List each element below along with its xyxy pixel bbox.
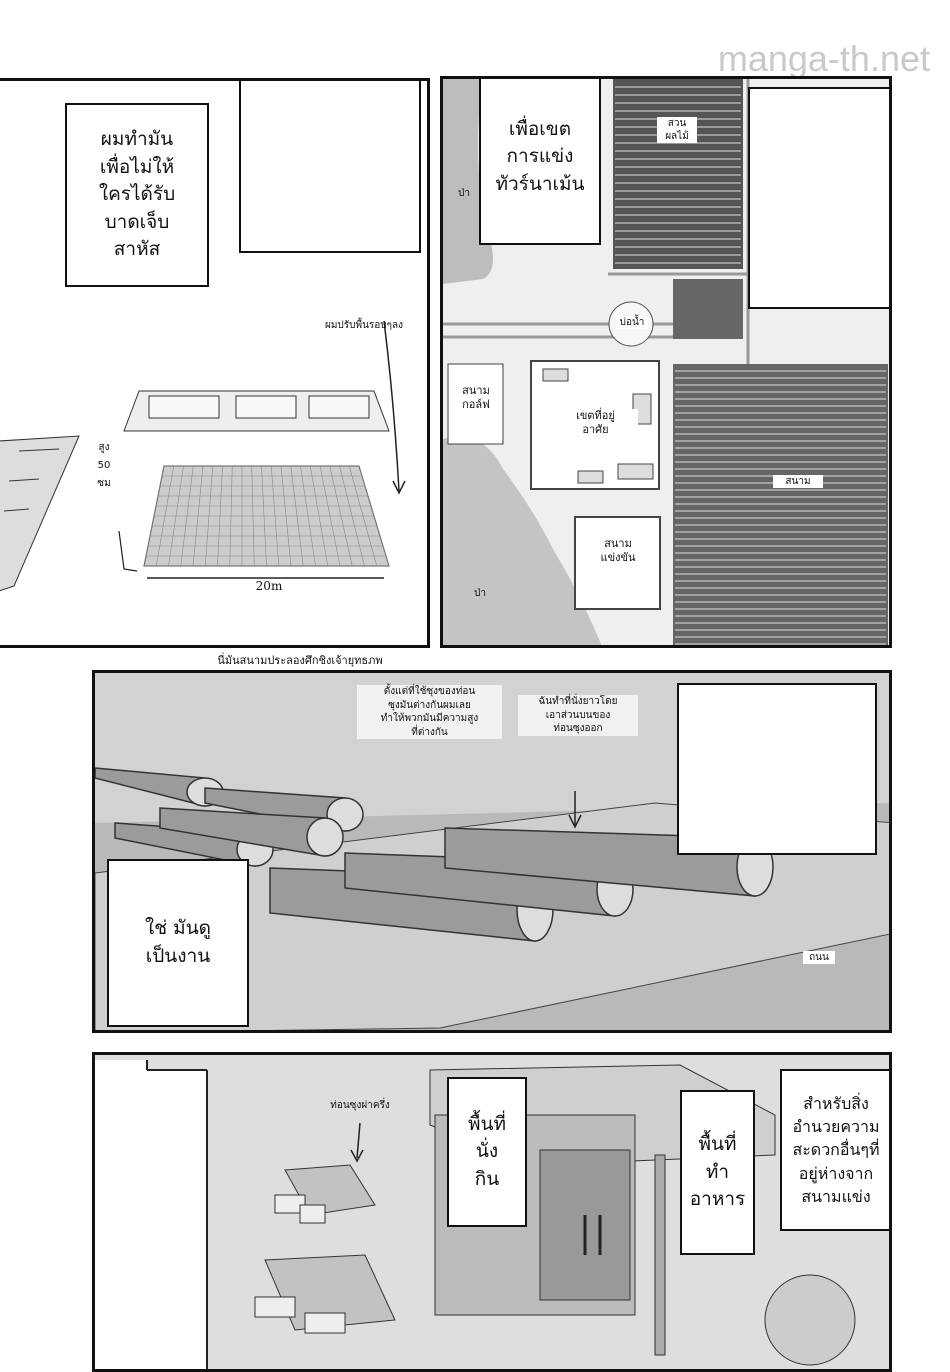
- label-arena: สนาม แข่งขัน: [600, 537, 636, 565]
- label-forest-bottom: ป่า: [474, 588, 486, 599]
- empty-bubble-right: [748, 87, 889, 309]
- label-residence: เขตที่อยู่ อาศัย: [553, 409, 638, 438]
- speech-bubble-cooking-area: พื้นที่ ทำ อาหาร: [680, 1090, 755, 1255]
- note-width: 20m: [255, 579, 283, 593]
- watermark: manga-th.net: [717, 38, 930, 79]
- label-golf: สนาม กอล์ฟ: [462, 384, 490, 412]
- empty-bubble-left: [239, 81, 421, 253]
- note-height: สูง 50 ซม: [97, 442, 111, 489]
- note-long-seats: ฉันทำที่นั่งยาวโดย เอาส่วนบนของ ท่อนซุงอ…: [518, 695, 638, 736]
- speech-bubble-facilities: สำหรับสิ่ง อำนวยความ สะดวกอื่นๆที่ อยู่ห…: [780, 1069, 889, 1231]
- caption-arena: นี่มันสนามประลองศึกชิงเจ้ายุทธภพ: [217, 654, 383, 667]
- floor-illustration: [0, 320, 406, 592]
- speech-bubble-looks-good: ใช่ มันดู เป็นงาน: [107, 859, 249, 1027]
- panel-floor-diagram: ผมทำมัน เพื่อไม่ให้ ใครได้รับ บาดเจ็บ สา…: [0, 78, 430, 648]
- label-forest-top: ป่า: [458, 188, 470, 199]
- note-floor-lowered: ผมปรับพื้นรอบๆลง: [324, 320, 404, 331]
- arrow-to-log: [568, 791, 582, 829]
- note-log-heights: ตั้งแต่ที่ใช้ซุงของท่อน ซุงมันต่างกันผมเ…: [357, 685, 502, 739]
- label-orchard: สวน ผลไม้: [657, 117, 697, 143]
- empty-bubble-panel3: [677, 683, 877, 855]
- speech-bubble-safety: ผมทำมัน เพื่อไม่ให้ ใครได้รับ บาดเจ็บ สา…: [65, 103, 209, 287]
- note-half-log: ท่อนซุงผ่าครึ่ง: [330, 1100, 390, 1111]
- panel-map: เพื่อเขต การแข่ง ทัวร์นาเม้น สวน ผลไม้ ป…: [440, 76, 892, 648]
- panel-log-seats: ตั้งแต่ที่ใช้ซุงของท่อน ซุงมันต่างกันผมเ…: [92, 670, 892, 1033]
- speech-bubble-eating-area: พื้นที่ นั่ง กิน: [447, 1077, 527, 1227]
- panel-eating-area: ท่อนซุงผ่าครึ่ง พื้นที่ นั่ง กิน พื้นที่…: [92, 1052, 892, 1372]
- label-pond: บ่อน้ำ: [616, 316, 648, 329]
- speech-bubble-tournament: เพื่อเขต การแข่ง ทัวร์นาเม้น: [479, 79, 601, 245]
- label-field: สนาม: [773, 475, 823, 488]
- label-road: ถนน: [803, 951, 835, 964]
